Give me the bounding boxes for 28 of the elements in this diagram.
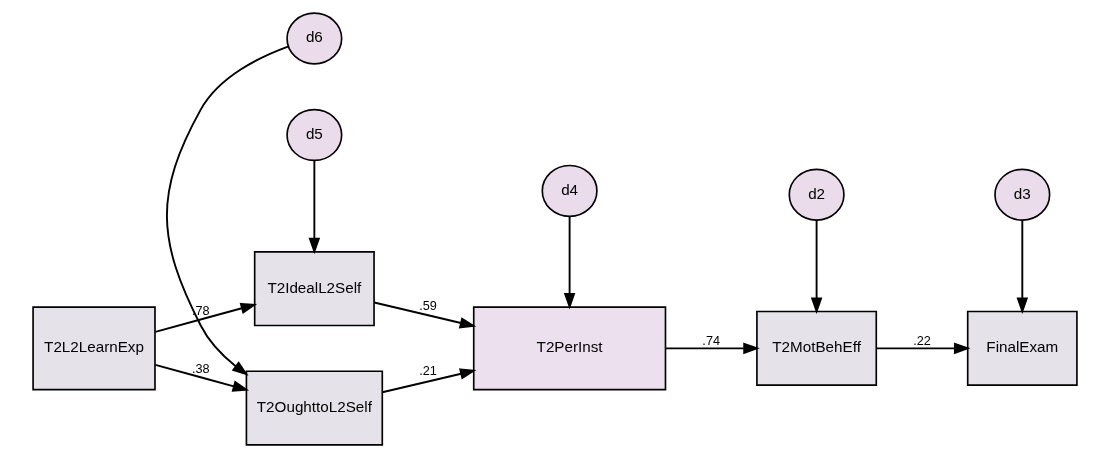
node-box: T2OughttoL2Self bbox=[245, 370, 383, 446]
node-box: T2MotBehEff bbox=[755, 310, 877, 387]
arrow bbox=[372, 301, 476, 329]
edge-label: .38 bbox=[191, 361, 210, 376]
edge-label: .59 bbox=[418, 299, 437, 314]
edge-label: .74 bbox=[701, 333, 720, 348]
arrow bbox=[1016, 219, 1028, 315]
arrow bbox=[810, 219, 822, 315]
arrow bbox=[308, 159, 320, 255]
arrow bbox=[380, 368, 476, 394]
arrow bbox=[165, 45, 289, 376]
node-box: T2L2LearnExp bbox=[31, 306, 156, 391]
edge-label: .22 bbox=[912, 333, 931, 348]
node-circle: d5 bbox=[285, 108, 342, 162]
node-circle: d4 bbox=[540, 164, 598, 218]
node-circle: d3 bbox=[993, 168, 1050, 221]
node-box: T2PerInst bbox=[472, 306, 666, 391]
node-circle: d6 bbox=[285, 12, 342, 65]
arrow bbox=[664, 342, 760, 355]
arrow bbox=[153, 302, 257, 333]
edge-label: .21 bbox=[418, 364, 437, 379]
arrow bbox=[153, 363, 249, 392]
node-box: T2IdealL2Self bbox=[253, 251, 375, 327]
arrow bbox=[875, 342, 970, 355]
node-circle: d2 bbox=[787, 168, 845, 221]
node-box: FinalExam bbox=[966, 310, 1078, 387]
arrow bbox=[563, 215, 575, 310]
edge-label: .78 bbox=[191, 304, 210, 319]
